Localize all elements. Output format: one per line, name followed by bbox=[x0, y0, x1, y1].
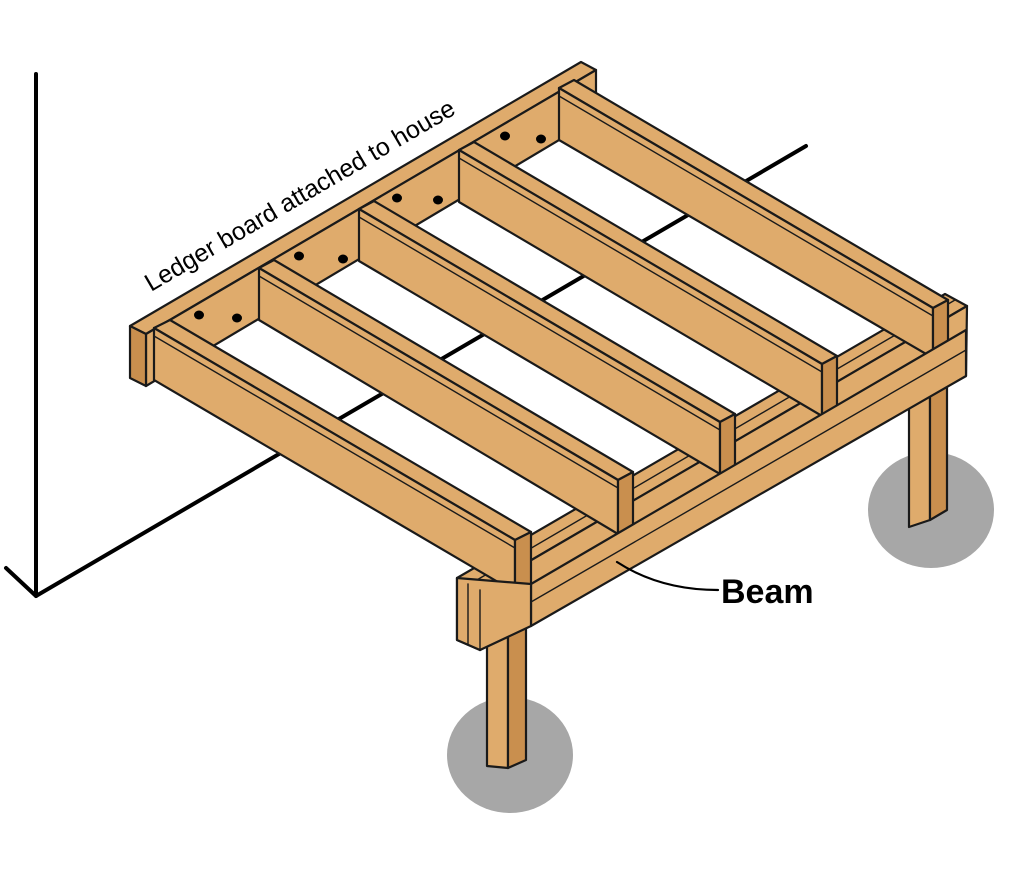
joists bbox=[152, 78, 950, 594]
joist-5 bbox=[557, 78, 950, 360]
joist-3 bbox=[357, 199, 737, 476]
ledger-end bbox=[128, 324, 148, 388]
ledger-bolts bbox=[194, 131, 546, 323]
beam-label: Beam bbox=[721, 573, 814, 611]
joist-1 bbox=[152, 318, 533, 594]
beam-front-lip bbox=[455, 328, 968, 652]
joist-4 bbox=[457, 140, 839, 418]
house-wall-edge bbox=[4, 72, 38, 598]
beam-leader-line bbox=[615, 560, 720, 592]
